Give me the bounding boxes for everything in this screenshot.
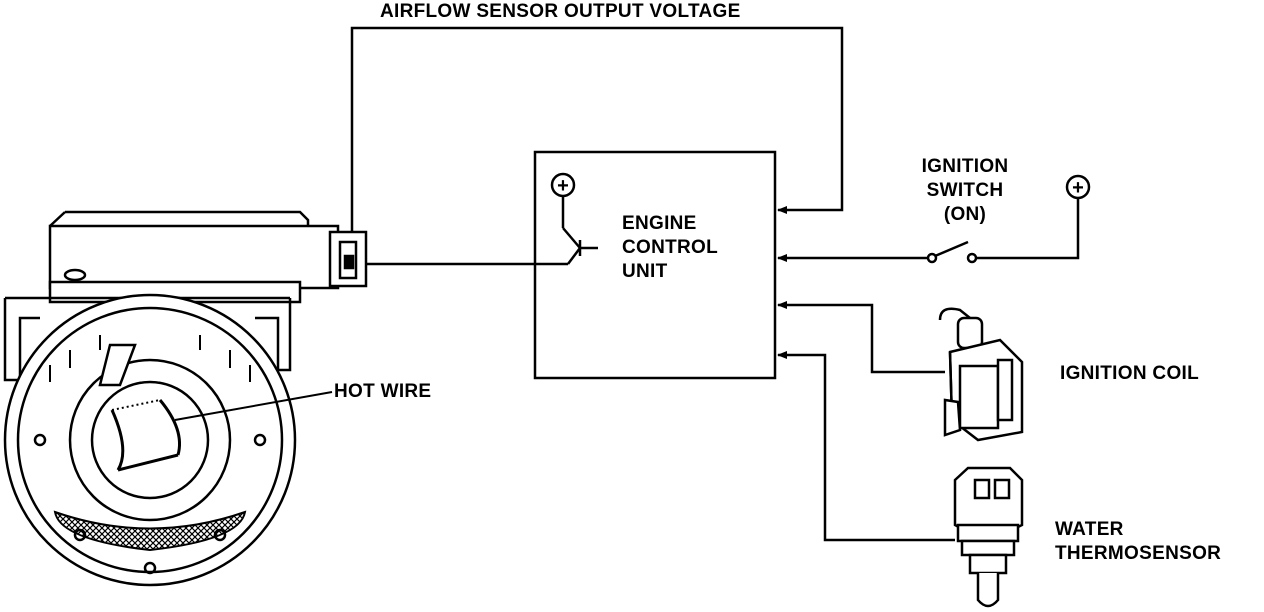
- ecu-label: ENGINE CONTROL UNIT: [622, 212, 718, 284]
- ignition-coil-label: IGNITION COIL: [1060, 363, 1200, 384]
- ignition-positive-symbol: +: [1072, 177, 1084, 199]
- ecu-label-line1: ENGINE: [622, 213, 697, 234]
- ecu-label-line3: UNIT: [622, 261, 668, 282]
- ignition-switch-label: IGNITION SWITCH (ON): [905, 155, 1025, 227]
- ecu-label-line2: CONTROL: [622, 237, 719, 258]
- water-sensor-wire: [777, 351, 955, 542]
- water-label-line1: WATER: [1055, 519, 1124, 540]
- ignition-switch-circuit: [777, 174, 1091, 264]
- ecu-positive-symbol: +: [557, 175, 569, 197]
- airflow-output-label: AIRFLOW SENSOR OUTPUT VOLTAGE: [380, 1, 741, 22]
- ecu-transistor: [550, 172, 598, 265]
- ignition-switch-line2: SWITCH: [926, 180, 1004, 201]
- ecu-box: [533, 150, 777, 380]
- ignition-coil-wire: [777, 301, 945, 374]
- airflow-output-wire: [350, 26, 844, 232]
- hot-wire-label: HOT WIRE: [334, 381, 432, 402]
- water-thermosensor: [953, 466, 1024, 608]
- ignition-switch-line1: IGNITION: [921, 156, 1009, 177]
- ignition-switch-line3: (ON): [943, 204, 987, 225]
- hot-wire-leader: [174, 391, 333, 421]
- ignition-coil: [938, 307, 1024, 442]
- water-label-line2: THERMOSENSOR: [1055, 543, 1222, 564]
- airflow-sensor: [3, 210, 368, 587]
- water-thermosensor-label: WATER THERMOSENSOR: [1055, 518, 1221, 566]
